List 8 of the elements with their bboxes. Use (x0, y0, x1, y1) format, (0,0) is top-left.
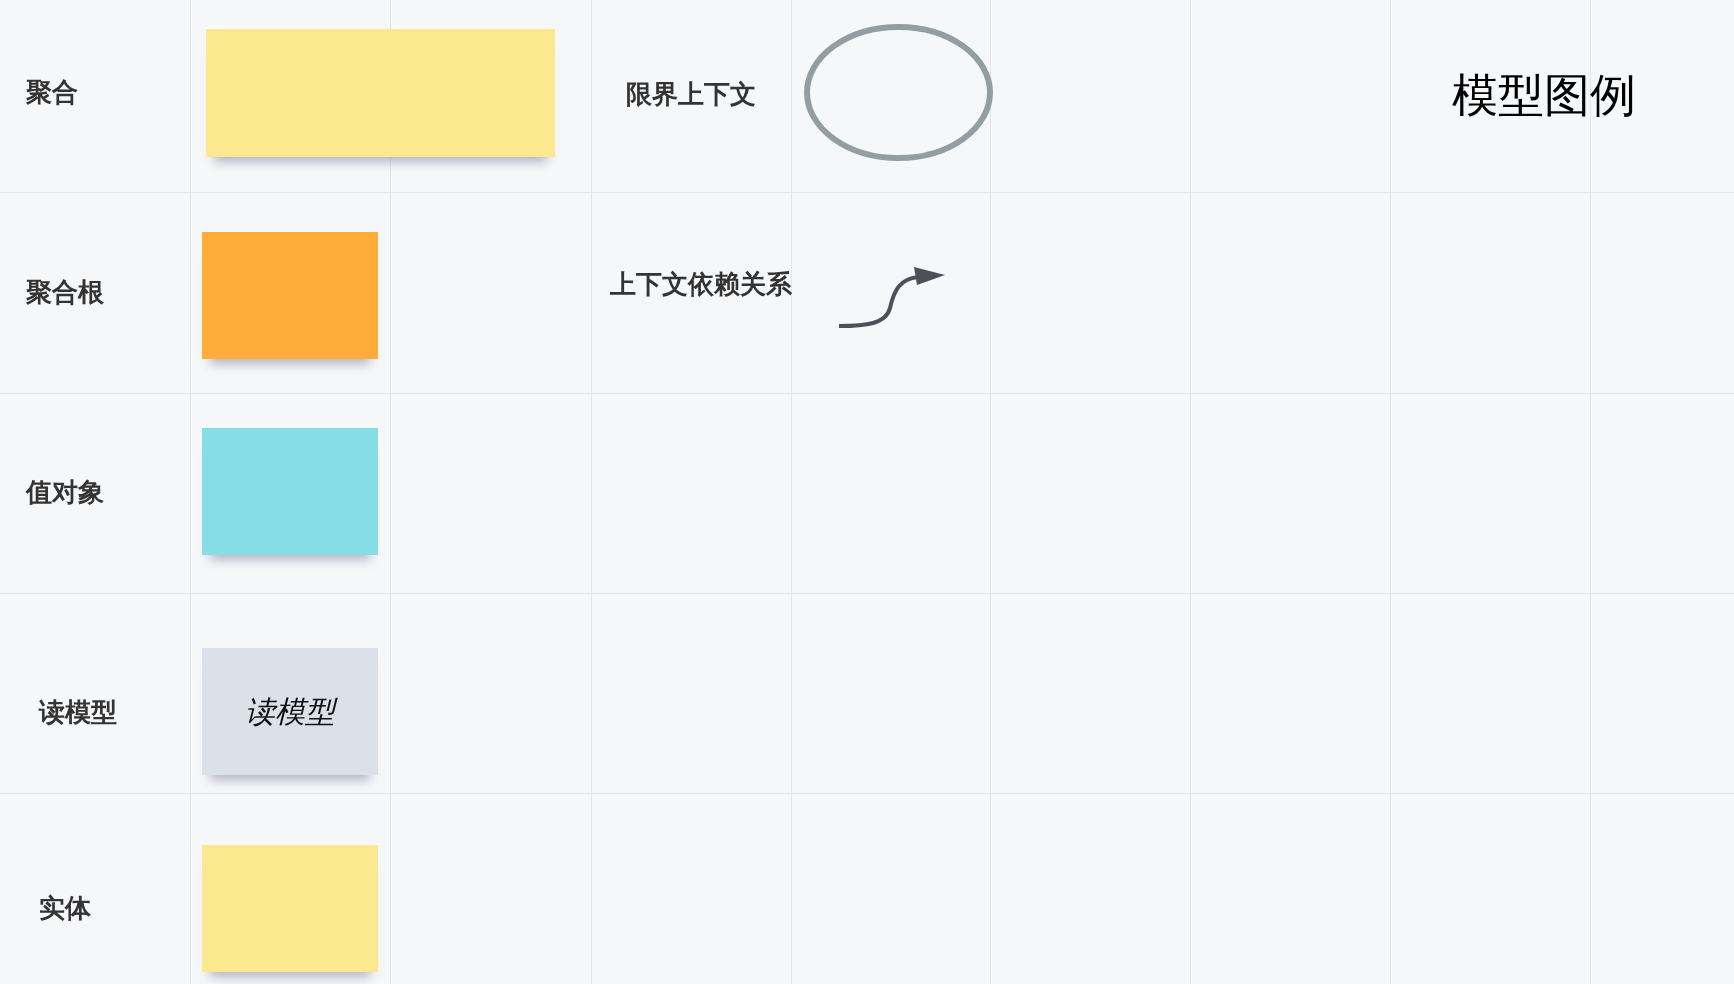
legend-label: 限界上下文 (626, 78, 756, 110)
legend-label: 聚合 (26, 76, 78, 108)
legend-label: 上下文依赖关系 (610, 268, 792, 300)
legend-label: 聚合根 (26, 276, 104, 308)
legend-label: 值对象 (26, 476, 104, 508)
legend-label: 读模型 (39, 696, 117, 728)
legend-title: 模型图例 (1452, 68, 1636, 122)
legend-label: 实体 (39, 892, 91, 924)
